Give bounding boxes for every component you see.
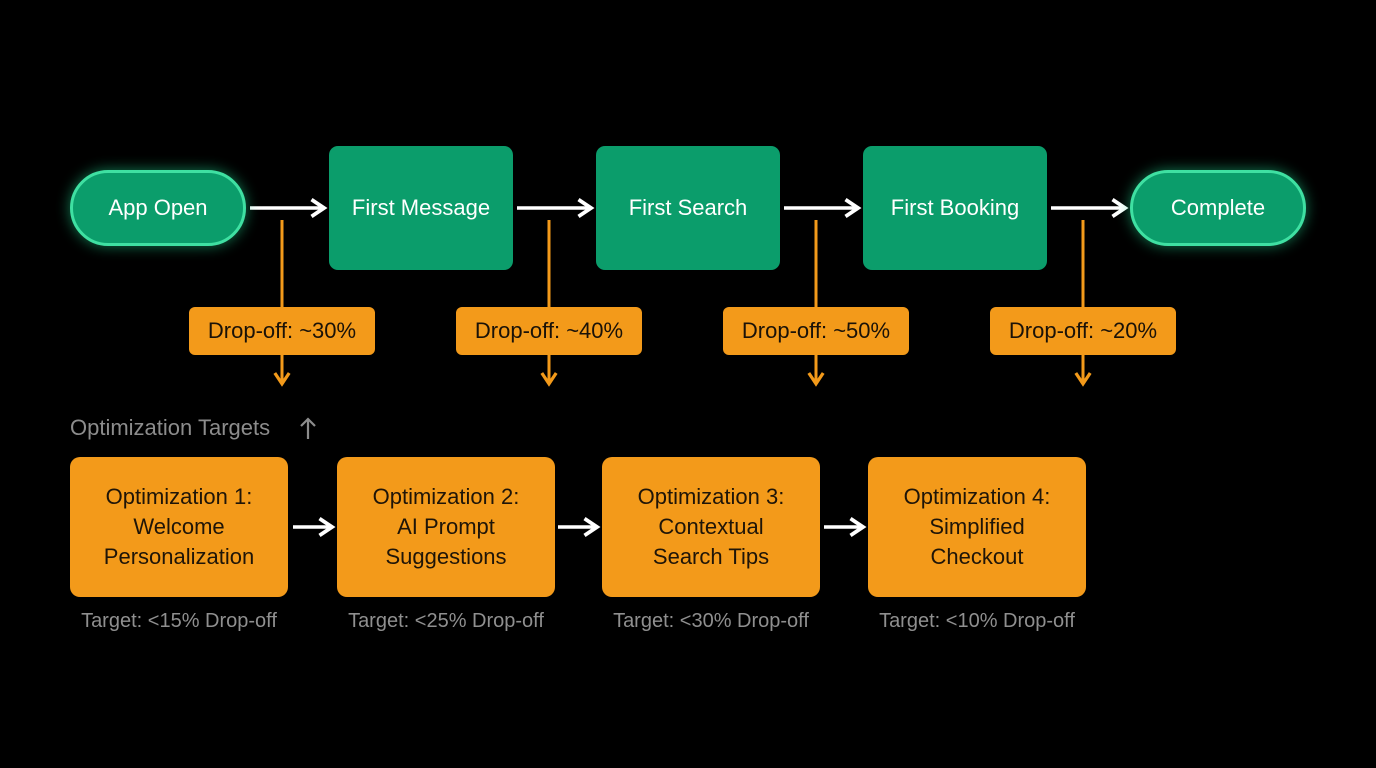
dropoff-label: Drop-off: ~20% — [1008, 318, 1158, 343]
step-label: Complete — [1170, 195, 1266, 220]
step-app-open: App Open — [70, 170, 246, 246]
arrow-up-icon — [300, 417, 316, 439]
optimization-target-2: Target: <25% Drop-off — [348, 610, 544, 632]
step-label: First Message — [351, 195, 491, 220]
optimization-target-4: Target: <10% Drop-off — [879, 610, 1075, 632]
optimization-name-line: Welcome — [133, 514, 225, 539]
optimization-target-1: Target: <15% Drop-off — [81, 610, 277, 632]
optimization-name-line: Suggestions — [385, 544, 507, 569]
optimization-name-line: Simplified — [929, 514, 1025, 539]
optimization-name-line: Checkout — [930, 544, 1024, 569]
optimization-target-3: Target: <30% Drop-off — [613, 610, 809, 632]
optimization-name-line: Personalization — [103, 544, 255, 569]
dropoff-label: Drop-off: ~50% — [741, 318, 891, 343]
optimization-title: Optimization 2: — [372, 484, 520, 509]
optimization-card-1: Optimization 1: Welcome Personalization — [70, 457, 288, 597]
step-first-message: First Message — [329, 146, 513, 270]
dropoff-label: Drop-off: ~40% — [474, 318, 624, 343]
optimization-title: Optimization 4: — [903, 484, 1051, 509]
optimization-name-line: Contextual — [658, 514, 764, 539]
dropoff-badge-1: Drop-off: ~30% — [189, 307, 375, 355]
step-label: First Search — [628, 195, 748, 220]
step-label: App Open — [108, 195, 208, 220]
optimization-card-3: Optimization 3: Contextual Search Tips — [602, 457, 820, 597]
section-title: Optimization Targets — [70, 415, 271, 440]
optimization-card-2: Optimization 2: AI Prompt Suggestions — [337, 457, 555, 597]
step-first-search: First Search — [596, 146, 780, 270]
optimization-name-line: Search Tips — [652, 544, 770, 569]
optimization-title: Optimization 1: — [105, 484, 253, 509]
dropoff-badge-3: Drop-off: ~50% — [723, 307, 909, 355]
optimization-name-line: AI Prompt — [397, 514, 495, 539]
step-label: First Booking — [890, 195, 1020, 220]
dropoff-label: Drop-off: ~30% — [207, 318, 357, 343]
dropoff-badge-4: Drop-off: ~20% — [990, 307, 1176, 355]
step-first-booking: First Booking — [863, 146, 1047, 270]
optimization-title: Optimization 3: — [637, 484, 785, 509]
step-complete: Complete — [1130, 170, 1306, 246]
dropoff-badge-2: Drop-off: ~40% — [456, 307, 642, 355]
optimization-card-4: Optimization 4: Simplified Checkout — [868, 457, 1086, 597]
